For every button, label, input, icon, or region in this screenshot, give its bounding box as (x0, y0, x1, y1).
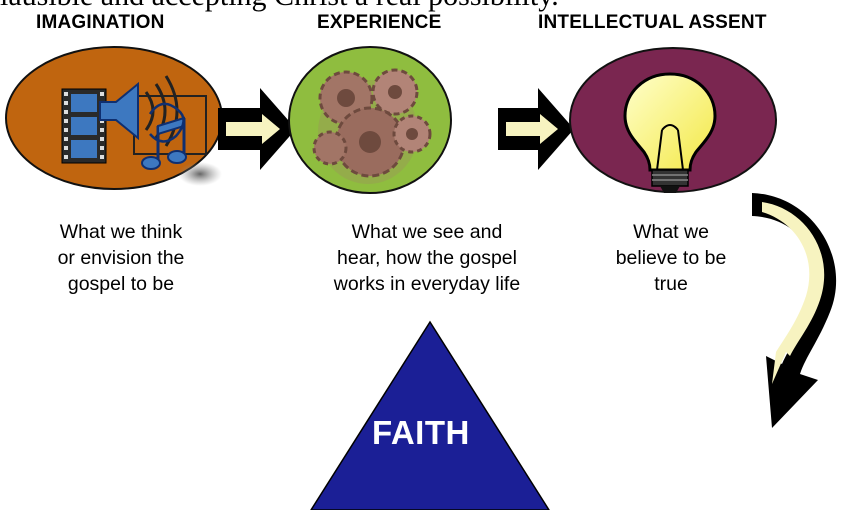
description-line: believe to be (615, 247, 727, 269)
imagination-heading: IMAGINATION (36, 12, 165, 33)
arrow-right-icon (218, 88, 296, 170)
gears-icon (312, 68, 432, 184)
description-line: true (654, 273, 688, 295)
faith-label: FAITH (372, 414, 470, 451)
description-line: or envision the (57, 247, 185, 269)
intellectual-assent-heading: INTELLECTUAL ASSENT (538, 12, 767, 33)
intellectual-assent-description: What we believe to be true (596, 219, 746, 297)
description-line: hear, how the gospel (337, 247, 517, 269)
description-line: gospel to be (67, 273, 175, 295)
experience-description: What we see and hear, how the gospel wor… (306, 219, 548, 297)
experience-heading: EXPERIENCE (317, 12, 442, 33)
film-music-icon (61, 75, 222, 186)
lightbulb-icon (623, 72, 717, 193)
cut-off-text: lausible and accepting Christ a real pos… (0, 0, 849, 14)
description-line: What we see and (351, 221, 503, 243)
arrow-right-icon (498, 88, 574, 170)
curved-arrow-icon (752, 193, 837, 428)
imagination-description: What we think or envision the gospel to … (36, 219, 206, 297)
faith-triangle (310, 320, 550, 510)
description-line: What we think (59, 221, 183, 243)
description-line: works in everyday life (333, 273, 521, 295)
description-line: What we (633, 221, 709, 243)
